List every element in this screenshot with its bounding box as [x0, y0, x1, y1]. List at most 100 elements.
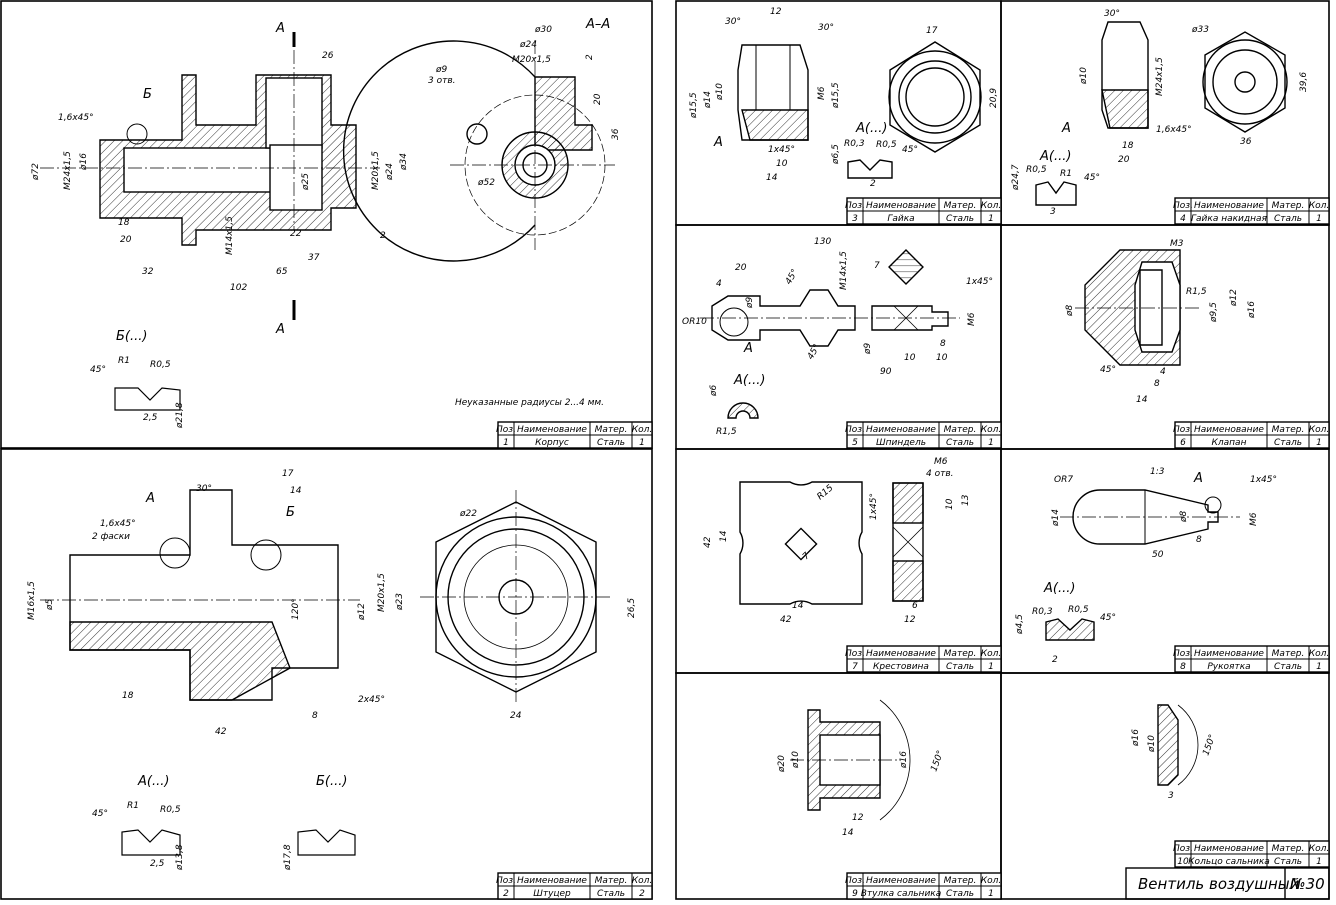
- title-block-value: Сталь: [946, 889, 974, 899]
- p8-dim: 2: [1052, 655, 1058, 665]
- title-block-value: 1: [1316, 857, 1322, 867]
- title-block-value: 1: [988, 214, 994, 224]
- p3-dim: M6: [817, 86, 827, 100]
- p1-dim: 65: [276, 267, 288, 277]
- p1-dim: M20x1,5: [512, 55, 551, 65]
- title-block-value: Сталь: [597, 889, 625, 899]
- p6-dim: ø9,5: [1209, 302, 1219, 323]
- title-block-header: Матер.: [944, 425, 977, 435]
- p7-dim: 42: [703, 536, 713, 548]
- p3-dim: 30°: [725, 17, 741, 27]
- title-block-value: 8: [1180, 662, 1186, 672]
- detail-mark-a: А: [1061, 121, 1071, 136]
- title-block-value: 5: [852, 438, 858, 448]
- p1-dim: 26: [322, 51, 334, 61]
- title-block-value: 1: [1316, 214, 1322, 224]
- p6-dim: M3: [1170, 239, 1184, 249]
- p5-dim: ø9: [863, 342, 873, 355]
- title-block-header: Матер.: [595, 876, 628, 886]
- p9-dim: 150°: [929, 749, 946, 773]
- p8-dim: ø4,5: [1015, 614, 1025, 635]
- title-block-value: 4: [1180, 214, 1186, 224]
- p2-dim: 1,6x45°: [100, 519, 136, 529]
- title-block-part-5: Поз.5НаименованиеШпиндельМатер.СтальКол.…: [845, 421, 1002, 449]
- title-block-header: Наименование: [1194, 201, 1264, 211]
- detail-mark-a: А: [145, 491, 155, 506]
- p3-dim: R0,3: [844, 139, 865, 149]
- p7-dim: 13: [961, 494, 971, 506]
- p1-dim: R0,5: [150, 360, 171, 370]
- detail-a-title: А(...): [1039, 149, 1071, 164]
- title-block-value: Рукоятка: [1207, 662, 1250, 672]
- p7-dim: 42: [780, 615, 792, 625]
- title-block-value: 1: [988, 438, 994, 448]
- p3-dim: 14: [766, 173, 778, 183]
- part-3-dimension-labels: 12 30° 30° ø15,5 ø14 ø10 M6 ø15,5 17 20,…: [689, 7, 999, 189]
- p1-dim: ø9: [435, 65, 448, 75]
- detail-a-title: А(...): [1043, 581, 1075, 596]
- p9-dim: ø20: [777, 755, 787, 773]
- p4-dim: 39,6: [1299, 72, 1309, 92]
- sheet-number: №30: [1289, 875, 1325, 893]
- p9-dim: 12: [852, 813, 864, 823]
- p9-dim: ø10: [791, 751, 801, 769]
- title-block-value: Сталь: [1274, 857, 1302, 867]
- p6-dim: ø16: [1247, 301, 1257, 319]
- p2-dim: M20x1,5: [377, 573, 387, 612]
- p5-dim: R1,5: [716, 427, 737, 437]
- title-block-header: Наименование: [517, 876, 587, 886]
- p3-dim: 45°: [902, 145, 918, 155]
- p4-dim: 36: [1240, 137, 1252, 147]
- detail-a-title: А(...): [855, 121, 887, 136]
- p7-dim: M6: [934, 457, 948, 467]
- p3-dim: ø15,5: [831, 82, 841, 109]
- p2-dim: 45°: [92, 809, 108, 819]
- p8-dim: 50: [1152, 550, 1164, 560]
- title-block-header: Поз.: [1173, 844, 1193, 854]
- part-2-end-view: [420, 490, 612, 705]
- p4-dim: 45°: [1084, 173, 1100, 183]
- p7-dim: 10: [945, 498, 955, 510]
- p1-dim: ø24: [519, 40, 537, 50]
- detail-b-title: Б(...): [116, 329, 147, 344]
- p1-dim: 22: [290, 229, 302, 239]
- title-block-header: Кол.: [1309, 649, 1330, 659]
- title-block-header: Матер.: [595, 425, 628, 435]
- p8-dim: ø8: [1179, 510, 1189, 523]
- title-block-header: Поз.: [1173, 425, 1193, 435]
- title-block-value: 1: [988, 889, 994, 899]
- title-block-header: Кол.: [1309, 425, 1330, 435]
- title-block-header: Матер.: [944, 649, 977, 659]
- part-8-handle-drawing: [1045, 489, 1240, 641]
- p10-dim: ø16: [1131, 729, 1141, 747]
- p2-dim: 8: [312, 711, 318, 721]
- p2-dim: 2,5: [150, 859, 165, 869]
- title-block-header: Поз.: [496, 425, 516, 435]
- title-block-value: Кольцо сальника: [1188, 857, 1270, 867]
- title-block-value: Сталь: [946, 662, 974, 672]
- p2-dim: M16x1,5: [27, 581, 37, 620]
- p4-dim: 1,6x45°: [1156, 125, 1192, 135]
- title-block-header: Матер.: [944, 876, 977, 886]
- title-block-header: Наименование: [866, 201, 936, 211]
- title-block-header: Наименование: [1194, 425, 1264, 435]
- detail-mark-a: А: [1193, 471, 1203, 486]
- title-block-header: Поз.: [845, 201, 865, 211]
- p2-dim: 24: [510, 711, 522, 721]
- p8-dim: 45°: [1100, 613, 1116, 623]
- title-block-header: Матер.: [1272, 425, 1305, 435]
- p8-dim: 1x45°: [1250, 475, 1277, 485]
- p3-dim: R0,5: [876, 140, 897, 150]
- title-block-header: Наименование: [1194, 649, 1264, 659]
- p4-dim: 20: [1118, 155, 1130, 165]
- p1-dim: ø25: [301, 173, 311, 191]
- p8-dim: R0,5: [1068, 605, 1089, 615]
- title-block-value: 1: [503, 438, 509, 448]
- part-3-nut-drawing: [737, 41, 982, 179]
- title-block-header: Поз.: [496, 876, 516, 886]
- p2-dim: 17: [282, 469, 294, 479]
- p5-dim: 8: [940, 339, 946, 349]
- p6-dim: 8: [1154, 379, 1160, 389]
